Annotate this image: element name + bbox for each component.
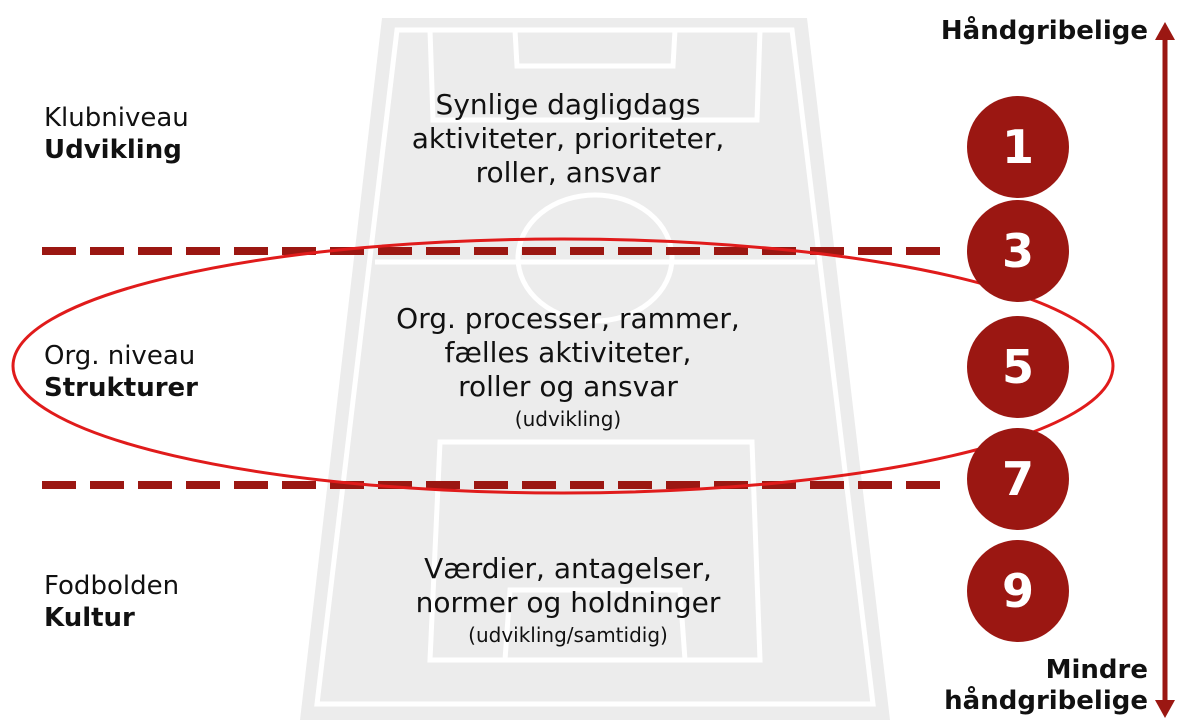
level-label-football: Fodbolden Kultur xyxy=(44,570,179,634)
center-top-line-1: Synlige dagligdags xyxy=(435,88,701,121)
level-circle-9: 9 xyxy=(967,540,1069,642)
level-football-title: Kultur xyxy=(44,603,135,633)
center-bottom-note: (udvikling/samtidig) xyxy=(468,623,668,647)
level-org-title: Strukturer xyxy=(44,373,198,403)
center-text-bottom: Værdier, antagelser, normer og holdninge… xyxy=(358,552,778,650)
center-middle-line-2: fælles aktiviteter, xyxy=(444,336,692,369)
axis-label-bottom-line-1: Mindre xyxy=(1045,655,1148,685)
level-circle-7: 7 xyxy=(967,428,1069,530)
level-circle-5: 5 xyxy=(967,316,1069,418)
level-club-name: Klubniveau xyxy=(44,103,189,133)
level-label-org: Org. niveau Strukturer xyxy=(44,340,198,404)
center-top-line-3: roller, ansvar xyxy=(475,156,661,189)
center-middle-note: (udvikling) xyxy=(514,407,622,431)
level-club-title: Udvikling xyxy=(44,135,182,165)
center-middle-line-3: roller og ansvar xyxy=(458,370,678,403)
level-circle-1: 1 xyxy=(967,96,1069,198)
level-circle-3: 3 xyxy=(967,200,1069,302)
football-pitch xyxy=(300,18,890,720)
center-bottom-line-1: Værdier, antagelser, xyxy=(424,552,712,585)
level-football-name: Fodbolden xyxy=(44,571,180,601)
level-org-name: Org. niveau xyxy=(44,341,196,371)
level-label-club: Klubniveau Udvikling xyxy=(44,102,189,166)
axis-label-bottom-line-2: håndgribelige xyxy=(944,686,1148,716)
tangibility-axis-arrow xyxy=(1155,22,1175,718)
axis-label-top: Håndgribelige xyxy=(940,16,1148,46)
center-text-top: Synlige dagligdags aktiviteter, priorite… xyxy=(358,88,778,190)
center-top-line-2: aktiviteter, prioriteter, xyxy=(411,122,725,155)
center-text-middle: Org. processer, rammer, fælles aktivitet… xyxy=(358,302,778,434)
highlight-ellipse xyxy=(11,237,1115,495)
center-bottom-line-2: normer og holdninger xyxy=(415,586,721,619)
center-middle-line-1: Org. processer, rammer, xyxy=(396,302,740,335)
